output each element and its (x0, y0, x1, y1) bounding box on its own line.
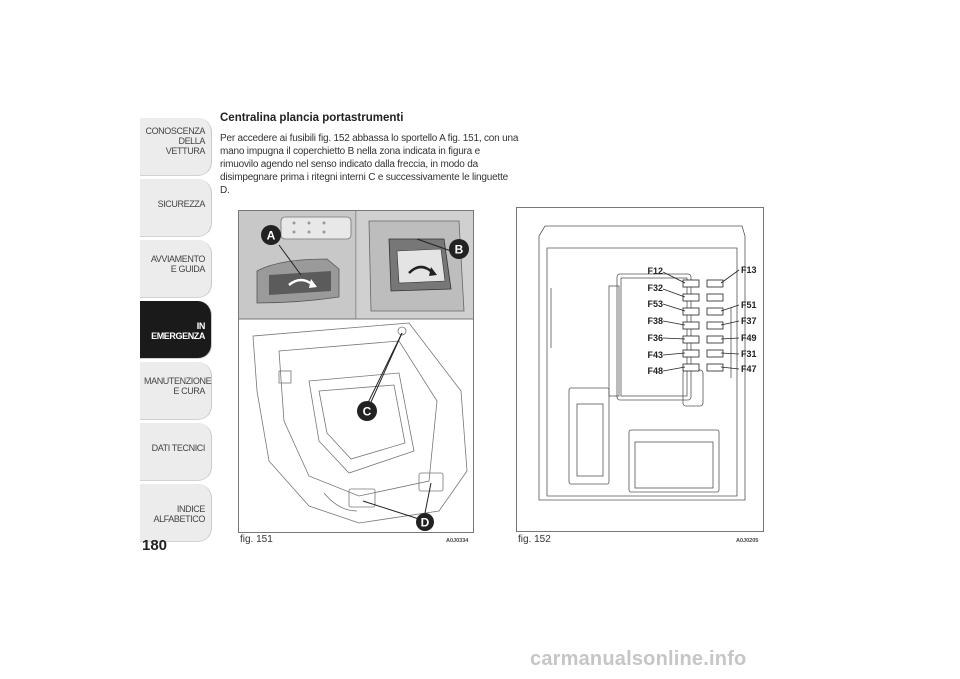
tab-conoscenza[interactable]: CONOSCENZA DELLA VETTURA (140, 118, 212, 176)
section-heading: Centralina plancia portastrumenti (220, 112, 404, 124)
figure-152-drawing: F12 F32 F53 F38 F36 F43 F48 F13 F51 F37 … (538, 225, 757, 501)
tab-manutenzione[interactable]: MANUTENZIONE E CURA (140, 362, 212, 420)
chapter-tabs: CONOSCENZA DELLA VETTURA SICUREZZA AVVIA… (140, 118, 212, 545)
label-d-marker: D (416, 513, 434, 531)
figure-151-drawing: A B C D (239, 211, 473, 531)
fuse-label-f12: F12 (647, 266, 663, 276)
fuse-label-f47: F47 (741, 364, 757, 374)
fuse-label-f31: F31 (741, 349, 757, 359)
figure-151-caption: fig. 151 (240, 534, 273, 545)
figure-152: F12 F32 F53 F38 F36 F43 F48 F13 F51 F37 … (516, 207, 764, 532)
tab-dati-tecnici[interactable]: DATI TECNICI (140, 423, 212, 481)
page-number: 180 (142, 537, 168, 554)
tab-sicurezza[interactable]: SICUREZZA (140, 179, 212, 237)
figure-151: A B C D (238, 210, 474, 533)
fuse-label-f36: F36 (647, 333, 663, 343)
tab-in-emergenza[interactable]: IN EMERGENZA (140, 301, 212, 359)
tab-avviamento[interactable]: AVVIAMENTO E GUIDA (140, 240, 212, 298)
figure-152-code: A0J0205 (736, 538, 759, 544)
label-b-marker: B (449, 239, 469, 259)
label-a-marker: A (261, 225, 281, 245)
fuse-label-f37: F37 (741, 316, 757, 326)
fuse-label-f38: F38 (647, 316, 663, 326)
instruction-paragraph: Per accedere ai fusibili fig. 152 abbass… (220, 133, 519, 196)
fuse-label-f32: F32 (647, 283, 663, 293)
svg-text:C: C (363, 405, 372, 419)
figure-151-code: A0J0334 (446, 538, 469, 544)
svg-text:A: A (267, 229, 276, 243)
label-c-marker: C (357, 401, 377, 421)
fuse-label-f13: F13 (741, 265, 757, 275)
svg-text:B: B (455, 243, 464, 257)
fuse-label-f53: F53 (647, 299, 663, 309)
fuse-label-f48: F48 (647, 366, 663, 376)
svg-text:D: D (421, 516, 430, 530)
figure-152-caption: fig. 152 (518, 534, 551, 545)
watermark: carmanualsonline.info (530, 648, 747, 670)
fuse-label-f49: F49 (741, 333, 757, 343)
tab-indice[interactable]: INDICE ALFABETICO (140, 484, 212, 542)
fuse-label-f43: F43 (647, 350, 663, 360)
fuse-label-f51: F51 (741, 300, 757, 310)
